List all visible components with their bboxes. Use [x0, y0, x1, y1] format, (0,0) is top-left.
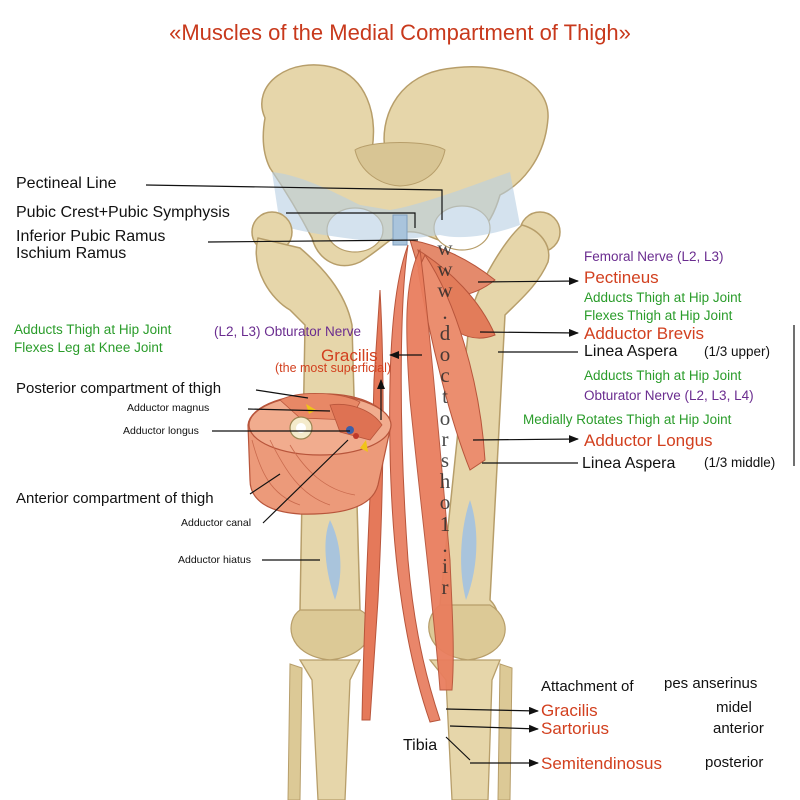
medial-muscles [361, 239, 496, 723]
semitendinosus-label: Semitendinosus [541, 754, 662, 773]
inferior-pubic-ramus-label: Inferior Pubic Ramus [16, 228, 166, 245]
longus-action-1: Adducts Thigh at Hip Joint [584, 368, 742, 383]
watermark-char: w [437, 257, 453, 282]
pelvis [261, 64, 549, 267]
attachment-of-label: Attachment of [541, 678, 634, 695]
pectineus-action-1: Adducts Thigh at Hip Joint [584, 290, 742, 305]
pubic-crest-label: Pubic Crest+Pubic Symphysis [16, 204, 230, 221]
tibia-leader [445, 736, 471, 761]
watermark-char: o [439, 490, 451, 515]
watermark-char: w [437, 236, 453, 260]
gracilis-bottom-label: Gracilis [541, 701, 598, 720]
watermark-char: o [439, 405, 451, 430]
watermark-char: w [437, 278, 453, 303]
linea-aspera-middle-label: Linea Aspera [582, 455, 676, 472]
obturator-nerve-right-label: Obturator Nerve (L2, L3, L4) [584, 388, 754, 403]
linea-aspera-middle-note: (1/3 middle) [704, 455, 776, 470]
ischium-ramus-label: Ischium Ramus [16, 245, 127, 262]
adductor-longus-label: Adductor Longus [584, 431, 713, 450]
thigh-cross-section [247, 393, 392, 515]
pectineal-line-label: Pectineal Line [16, 175, 117, 192]
femoral-nerve-label: Femoral Nerve (L2, L3) [584, 249, 724, 264]
sartorius-arrow [449, 724, 539, 733]
right-femur [428, 211, 561, 661]
adductor-magnus-leader [247, 408, 331, 412]
posterior-compartment-label: Posterior compartment of thigh [16, 380, 222, 397]
watermark-char: . [442, 532, 448, 557]
posterior-label: posterior [705, 754, 764, 771]
pubic-crest-leader [286, 212, 416, 228]
anterior-compartment-label: Anterior compartment of thigh [16, 490, 214, 507]
adductor-magnus-label: Adductor magnus [127, 402, 210, 414]
adductor-brevis-label: Adductor Brevis [584, 324, 704, 343]
gracilis-note: (the most superficial) [275, 361, 392, 375]
watermark-char: 1 [439, 511, 451, 536]
sartorius-label: Sartorius [541, 719, 610, 738]
tibia-label: Tibia [403, 737, 438, 754]
watermark-char: . [442, 299, 448, 324]
pectineus-action-2: Flexes Thigh at Hip Joint [584, 308, 733, 323]
watermark-char: h [439, 469, 451, 494]
anterior-compartment-leader [249, 473, 281, 495]
leader-lines [145, 184, 795, 767]
watermark-char: s [440, 448, 450, 473]
watermark-char: t [442, 384, 448, 409]
pes-anserinus-label: pes anserinus [664, 675, 758, 692]
watermark-char: i [442, 554, 448, 579]
gracilis-action-2: Flexes Leg at Knee Joint [14, 340, 163, 355]
adductor-longus-small-label: Adductor longus [123, 425, 199, 437]
posterior-compartment-leader [255, 389, 309, 399]
page-title: «Muscles of the Medial Compartment of Th… [169, 20, 631, 45]
gracilis-label: Gracilis [321, 346, 378, 365]
adductor-longus-arrow [472, 435, 579, 444]
watermark-char: c [440, 363, 450, 388]
adductor-brevis-arrow [479, 328, 579, 337]
linea-aspera-upper-note: (1/3 upper) [704, 344, 771, 359]
anterior-label: anterior [713, 720, 764, 737]
adductor-hiatus-label: Adductor hiatus [178, 554, 251, 566]
watermark-char: o [439, 342, 451, 367]
watermark-char: d [439, 320, 451, 345]
midel-label: midel [716, 699, 752, 716]
pectineus-arrow [477, 277, 579, 286]
adductor-canal-label: Adductor canal [181, 517, 252, 529]
pectineal-line-leader [145, 184, 443, 220]
lower-legs [287, 659, 513, 800]
longus-action-2: Medially Rotates Thigh at Hip Joint [523, 412, 732, 427]
linea-aspera-upper-label: Linea Aspera [584, 343, 678, 360]
gracilis-action-1: Adducts Thigh at Hip Joint [14, 322, 172, 337]
pectineus-label: Pectineus [584, 268, 659, 287]
obturator-nerve-left-label: (L2, L3) Obturator Nerve [214, 324, 362, 339]
adductor-canal-leader [262, 439, 349, 524]
inferior-pubic-leader [207, 239, 419, 243]
watermark-char: r [441, 426, 449, 451]
gracilis-bottom-arrow [445, 706, 539, 715]
watermark-char: r [441, 575, 449, 600]
